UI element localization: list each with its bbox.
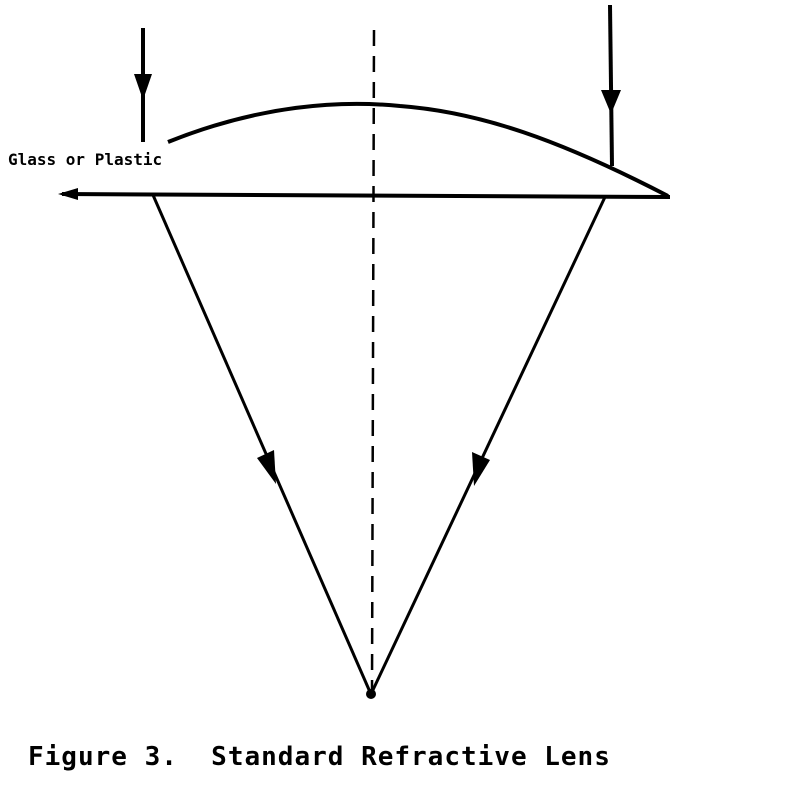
- arrow-head-refracted-left: [257, 450, 276, 484]
- incident-ray-right: [608, 4, 614, 167]
- figure-caption: Figure 3. Standard Refractive Lens: [28, 742, 611, 772]
- arrow-head-flat-surface: [58, 188, 78, 200]
- lens-curved-surface: [167, 101, 669, 198]
- arrow-head-refracted-right: [472, 452, 490, 486]
- optical-axis: [370, 29, 376, 691]
- arrow-head-incident-right: [601, 90, 621, 114]
- material-label: Glass or Plastic: [8, 150, 163, 169]
- refracted-ray-right: [370, 196, 607, 693]
- lens-flat-surface: [61, 192, 671, 199]
- arrow-head-incident-left: [134, 74, 152, 100]
- focal-point: [366, 689, 376, 699]
- refracted-ray-left: [151, 194, 372, 693]
